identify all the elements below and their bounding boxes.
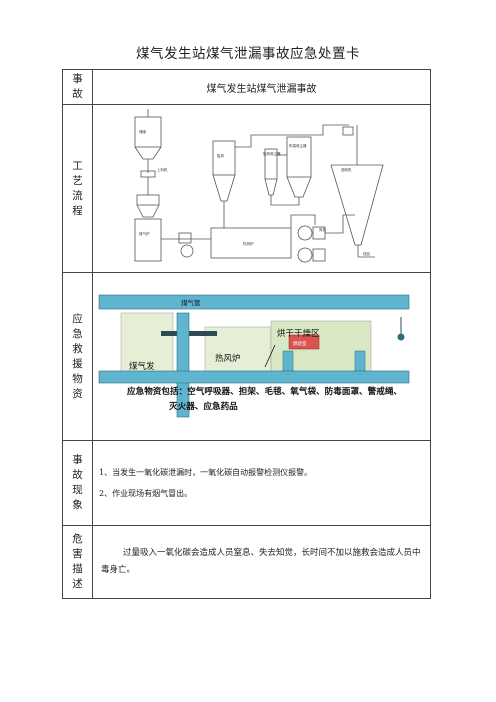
resource-text: 应急物资包括：空气呼吸器、担架、毛毯、氧气袋、防毒面罩、警戒绳、 灭火器、应急药… (127, 385, 427, 415)
hot-air-furnace-shape (210, 227, 292, 259)
phenomenon-item-1: 1、当发生一氧化碳泄漏时，一氧化碳自动报警检测仪报警。 (99, 468, 313, 477)
resource-line-2: 灭火器、应急药品 (169, 402, 238, 412)
svg-text:风机: 风机 (319, 227, 327, 232)
separator-cone (330, 164, 384, 246)
process-diagram-cell: 储煤 上料机 煤气炉 热风炉 旋风 旋风收尘器 布袋收尘器 风机 选粉机 成品 (92, 104, 431, 273)
svg-text:煤气炉: 煤气炉 (139, 231, 150, 236)
svg-text:选粉机: 选粉机 (341, 167, 352, 172)
page-title: 煤气发生站煤气泄漏事故应急处置卡 (136, 46, 360, 62)
fan-icon-2 (297, 247, 313, 263)
phenomenon-text: 1、当发生一氧化碳泄漏时，一氧化碳自动报警检测仪报警。 2、作业现场有烟气冒出。 (92, 440, 431, 526)
svg-text:旋风: 旋风 (217, 153, 224, 158)
site-layout-diagram: 煤气管 烘干干燥区 煤气发 热风炉 燃烧室 (98, 294, 410, 418)
hazard-label: 危 害 描 述 (62, 525, 93, 599)
resource-label: 应 急 救 援 物 资 (62, 272, 93, 441)
svg-text:燃烧室: 燃烧室 (293, 340, 307, 347)
gas-generator-shape (134, 218, 162, 262)
row-resource: 应 急 救 援 物 资 (62, 272, 431, 441)
svg-text:成品: 成品 (363, 251, 371, 256)
row-process: 工 艺 流 程 (62, 104, 431, 273)
row-phenomenon: 事 故 现 象 1、当发生一氧化碳泄漏时，一氧化碳自动报警检测仪报警。 2、作业… (62, 440, 431, 526)
hazard-text: 过量吸入一氧化碳会造成人员窒息、失去知觉，长时间不加以施救会造成人员中毒身亡。 (92, 525, 431, 599)
svg-text:热风炉: 热风炉 (215, 353, 241, 364)
pipe-pillar-3 (354, 350, 366, 372)
process-label: 工 艺 流 程 (62, 104, 93, 273)
pipe-pillar-1 (176, 312, 190, 418)
emergency-card-table: 事 故 煤气发生站煤气泄漏事故 工 艺 流 程 (62, 69, 431, 599)
event-label: 事 故 (62, 69, 93, 105)
indicator-pin-icon (397, 333, 405, 341)
svg-text:煤气发: 煤气发 (129, 361, 155, 372)
row-hazard: 危 害 描 述 过量吸入一氧化碳会造成人员窒息、失去知觉，长时间不加以施救会造成… (62, 525, 431, 599)
row-event: 事 故 煤气发生站煤气泄漏事故 (62, 69, 431, 105)
svg-text:旋风收尘器: 旋风收尘器 (263, 151, 281, 156)
svg-text:上料机: 上料机 (157, 167, 168, 172)
coal-bin-hopper (134, 146, 162, 160)
bag-filter-shape (286, 136, 312, 178)
gas-pipe-bottom (98, 370, 410, 384)
svg-text:布袋收尘器: 布袋收尘器 (289, 143, 307, 148)
svg-text:煤气管: 煤气管 (181, 298, 201, 307)
resource-line-1: 应急物资包括：空气呼吸器、担架、毛毯、氧气袋、防毒面罩、警戒绳、 (127, 387, 403, 397)
phenomenon-label: 事 故 现 象 (62, 440, 93, 526)
resource-cell: 煤气管 烘干干燥区 煤气发 热风炉 燃烧室 应急物资包括：空气呼吸器、担架、毛毯… (92, 272, 431, 441)
svg-text:储煤: 储煤 (139, 129, 146, 134)
fan-icon-1 (297, 225, 313, 241)
gas-pipe-top (98, 294, 410, 310)
combustion-box (288, 334, 320, 350)
process-flow-diagram: 储煤 上料机 煤气炉 热风炉 旋风 旋风收尘器 布袋收尘器 风机 选粉机 成品 (134, 109, 384, 263)
arrow-line (264, 344, 276, 368)
pipe-pillar-2 (282, 350, 294, 372)
svg-text:烘干干燥区: 烘干干燥区 (277, 328, 320, 339)
phenomenon-item-2: 2、作业现场有烟气冒出。 (99, 489, 193, 498)
event-text: 煤气发生站煤气泄漏事故 (92, 69, 431, 105)
svg-text:热风炉: 热风炉 (243, 241, 254, 246)
